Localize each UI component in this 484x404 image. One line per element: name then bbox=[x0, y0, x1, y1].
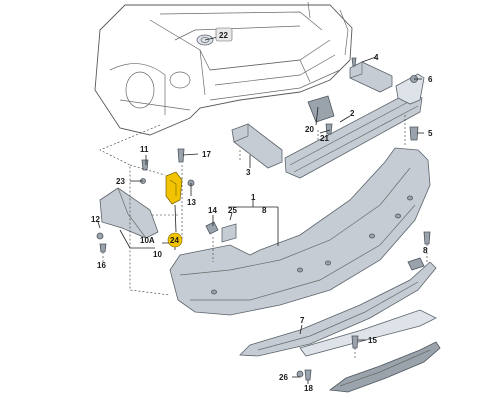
clip-12-icon bbox=[96, 232, 104, 240]
callout-24-badge bbox=[167, 232, 183, 248]
part-trim-strip bbox=[299, 309, 437, 357]
callout-4: 4 bbox=[374, 53, 379, 62]
screw-17-icon bbox=[177, 148, 185, 163]
callout-labels: 22 4 6 20 21 2 5 17 11 3 23 13 1 14 25 8… bbox=[91, 27, 433, 393]
callout-8b: 8 bbox=[423, 246, 428, 255]
part-20-bracket bbox=[307, 95, 335, 123]
callout-15: 15 bbox=[368, 336, 377, 345]
part-3-mount bbox=[231, 123, 283, 169]
callout-1: 1 bbox=[251, 193, 256, 202]
callout-17: 17 bbox=[202, 150, 211, 159]
part-7-diffuser bbox=[239, 261, 437, 357]
car-body-outline bbox=[94, 1, 353, 136]
callout-2: 2 bbox=[350, 109, 355, 118]
callout-11: 11 bbox=[140, 145, 149, 154]
part-24-highlight-bracket bbox=[165, 171, 183, 205]
screw-18-icon bbox=[304, 369, 312, 381]
callout-10: 10 bbox=[153, 250, 162, 259]
callout-21: 21 bbox=[320, 134, 329, 143]
callout-23: 23 bbox=[116, 177, 125, 186]
screw-15-icon bbox=[351, 335, 359, 349]
clip-26-icon bbox=[296, 370, 304, 378]
clip-14-icon bbox=[205, 221, 219, 235]
part-1-bumper-cover bbox=[169, 147, 431, 316]
callout-16: 16 bbox=[97, 261, 106, 270]
callout-22: 22 bbox=[219, 31, 228, 40]
callout-18: 18 bbox=[304, 384, 313, 393]
beam-end-cap-right bbox=[395, 73, 425, 105]
callout-6: 6 bbox=[428, 75, 433, 84]
callout-14: 14 bbox=[208, 206, 217, 215]
part-4-mount bbox=[349, 61, 393, 93]
clip-9-icon bbox=[407, 257, 425, 271]
assembly-dashed-lines bbox=[99, 115, 428, 360]
part-18-grille bbox=[328, 341, 441, 393]
callout-8a: 8 bbox=[262, 206, 267, 215]
part-10a-side-guide bbox=[99, 187, 159, 239]
callout-12: 12 bbox=[91, 215, 100, 224]
screw-21-icon bbox=[325, 123, 333, 135]
callout-25: 25 bbox=[228, 206, 237, 215]
screw-5-icon bbox=[409, 126, 419, 141]
callout-10A: 10A bbox=[140, 236, 155, 245]
callout-24: 24 bbox=[170, 236, 179, 245]
screw-16-icon bbox=[99, 243, 107, 253]
callout-3: 3 bbox=[246, 168, 251, 177]
callout-13: 13 bbox=[187, 198, 196, 207]
callout-5: 5 bbox=[428, 129, 433, 138]
callout-20: 20 bbox=[305, 125, 314, 134]
screw-4-icon bbox=[351, 57, 357, 67]
bracket-25-icon bbox=[221, 223, 237, 243]
callout-26: 26 bbox=[279, 373, 288, 382]
callout-7: 7 bbox=[300, 316, 305, 325]
clip-8-icon bbox=[423, 231, 431, 245]
